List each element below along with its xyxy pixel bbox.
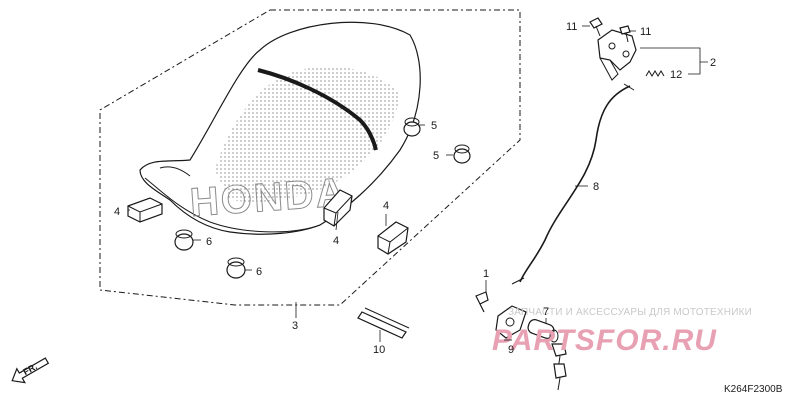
callout-5-upper: 5	[431, 120, 437, 132]
callout-9: 9	[508, 344, 514, 356]
cable-end-lower	[511, 277, 525, 285]
cable-end-upper	[623, 83, 635, 91]
watermark-logo: PARTSFOR.RU	[492, 324, 717, 357]
leader-lines	[128, 25, 708, 342]
callout-11-left: 11	[566, 21, 577, 33]
seat-band	[357, 307, 410, 339]
lock-plate	[495, 305, 527, 339]
cushion-lower	[453, 144, 471, 164]
callout-1: 1	[483, 268, 489, 280]
seat-stopper-center	[323, 189, 353, 227]
cushion-small-upper	[174, 229, 194, 251]
callout-10: 10	[373, 344, 385, 356]
seat-stopper-left	[127, 197, 163, 223]
front-direction-arrow: FR.	[11, 357, 50, 384]
seat-strap	[257, 68, 378, 151]
callout-6-lower: 6	[256, 266, 262, 278]
seat-seam	[159, 166, 191, 177]
seat-wing-logo-pattern	[215, 67, 400, 202]
callout-3: 3	[292, 320, 298, 332]
seat: HONDA	[139, 21, 421, 235]
seat-lock-cable	[519, 85, 631, 283]
seat-stopper-right	[377, 221, 409, 255]
key-lower	[553, 363, 567, 391]
seat-lock-assembly	[597, 29, 637, 81]
cushion-upper	[403, 117, 421, 137]
callout-11-right: 11	[640, 26, 651, 38]
watermark-caption: ЗАПЧАСТИ И АКСЕССУАРЫ ДЛЯ МОТОТЕХНИКИ	[508, 307, 752, 318]
seat-assembly-frame	[99, 9, 521, 306]
callout-4-left: 4	[114, 206, 120, 218]
cable-clip	[475, 291, 489, 313]
callout-6-upper: 6	[206, 236, 212, 248]
lock-spring	[645, 70, 665, 77]
bolt-right	[619, 25, 631, 43]
callout-5-lower: 5	[433, 150, 439, 162]
bolt-left	[589, 17, 603, 37]
callout-2: 2	[710, 57, 716, 69]
callout-7: 7	[543, 306, 549, 318]
diagram-reference-code: K264F2300B	[724, 384, 783, 395]
callout-4-right: 4	[383, 200, 389, 212]
key-cylinder	[527, 319, 559, 343]
callout-4-center: 4	[333, 235, 339, 247]
callout-12: 12	[670, 69, 682, 81]
seat-rear-edge	[144, 177, 321, 233]
cushion-small-lower	[226, 257, 246, 279]
callout-8: 8	[593, 181, 599, 193]
